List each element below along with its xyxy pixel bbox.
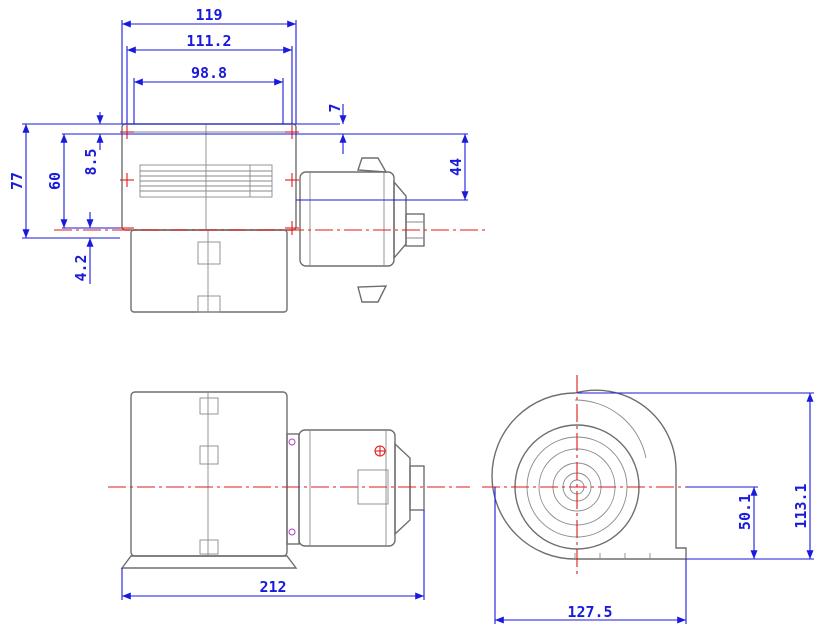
dim-50-1: 50.1 [736,494,754,530]
dim-44: 44 [447,158,465,176]
side-view: 212 [108,391,470,600]
front-view: 127.5 50.1 113.1 [482,375,814,624]
dim-8-5: 8.5 [82,148,100,175]
dim-98-8: 98.8 [191,64,227,82]
dim-119: 119 [195,6,222,24]
dim-127-5: 127.5 [567,603,612,621]
dim-60: 60 [46,172,64,190]
dim-113-1: 113.1 [792,483,810,528]
dim-4-2: 4.2 [72,254,90,281]
dim-77: 77 [8,172,26,190]
dim-111-2: 111.2 [186,32,231,50]
dim-7: 7 [326,103,344,112]
top-view: 119 111.2 98.8 7 77 60 8.5 44 4.2 [8,6,488,313]
dim-212: 212 [259,578,286,596]
